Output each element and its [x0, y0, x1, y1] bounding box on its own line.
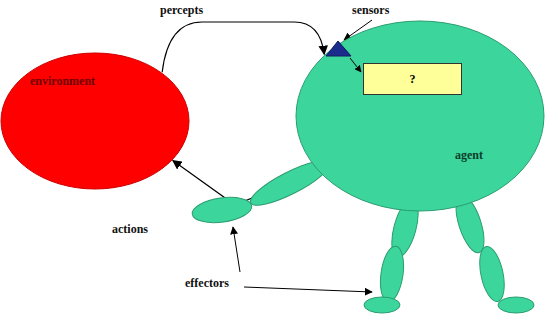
environment-ellipse-outline — [0, 52, 190, 190]
edge-label: percepts — [160, 3, 203, 18]
environment-ellipse-shape — [1, 53, 189, 189]
program-box: ? — [363, 63, 462, 95]
leader-line — [244, 287, 372, 292]
agent-ellipse-shape — [296, 21, 544, 211]
leader-line — [233, 227, 240, 272]
environment-ellipse: environment — [0, 52, 190, 190]
agent-ellipse: agent? — [295, 20, 545, 212]
sensor-triangle — [326, 41, 351, 56]
node-text: environment — [30, 74, 95, 89]
sensor-label: sensors — [352, 3, 389, 18]
left-shin — [377, 245, 407, 304]
node-text: ? — [410, 72, 416, 87]
flow-arrow — [162, 22, 324, 72]
sensor-signal-arrow — [350, 58, 361, 72]
edge-label: actions — [112, 222, 148, 237]
agent-ellipse-outline — [295, 20, 545, 212]
node-text: agent — [455, 148, 483, 163]
left-foot — [364, 297, 400, 313]
program-box-shape — [364, 64, 462, 95]
right-shin — [475, 244, 508, 303]
effector-label: effectors — [185, 276, 229, 291]
hand — [191, 194, 254, 226]
right-foot — [498, 297, 534, 313]
